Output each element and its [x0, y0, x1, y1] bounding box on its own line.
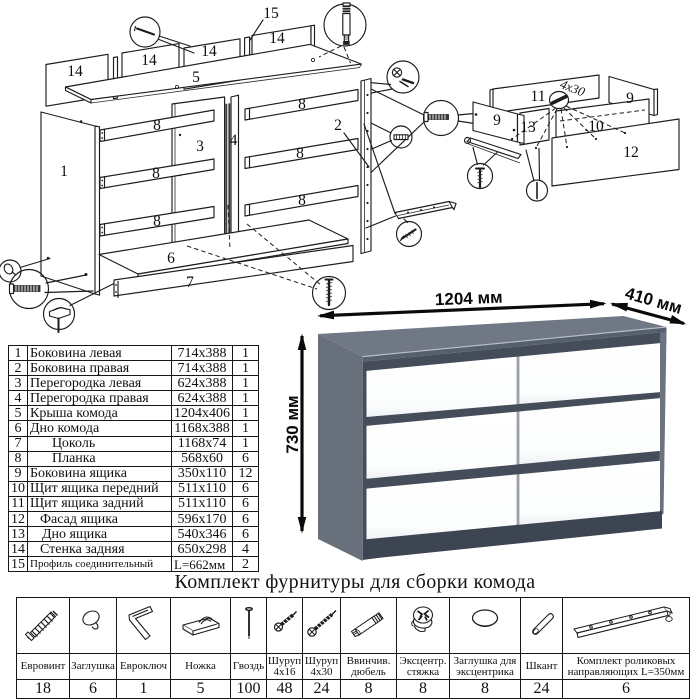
svg-text:15: 15: [263, 5, 279, 22]
svg-text:3: 3: [196, 138, 204, 155]
svg-text:14: 14: [141, 52, 157, 69]
svg-text:13: 13: [520, 119, 536, 136]
svg-text:14: 14: [201, 43, 217, 60]
svg-text:9: 9: [626, 90, 634, 107]
svg-text:14: 14: [67, 63, 83, 80]
svg-text:8: 8: [153, 213, 161, 230]
svg-text:8: 8: [296, 145, 304, 162]
svg-text:2: 2: [334, 117, 342, 134]
svg-text:.10: .10: [584, 118, 604, 135]
svg-text:6: 6: [167, 250, 175, 267]
svg-text:8: 8: [152, 165, 160, 182]
svg-text:4: 4: [230, 132, 238, 149]
svg-text:8: 8: [298, 192, 306, 209]
svg-text:8: 8: [153, 117, 161, 134]
svg-text:8: 8: [298, 96, 306, 113]
svg-text:410 мм: 410 мм: [623, 284, 684, 318]
svg-text:9: 9: [493, 112, 501, 129]
svg-text:730 мм: 730 мм: [283, 395, 302, 453]
svg-text:11: 11: [531, 88, 546, 105]
svg-text:12: 12: [623, 144, 639, 161]
svg-text:5: 5: [192, 69, 200, 86]
svg-text:14: 14: [269, 30, 285, 47]
svg-text:1: 1: [60, 163, 68, 180]
svg-text:1204 мм: 1204 мм: [435, 288, 503, 310]
svg-text:7: 7: [186, 274, 194, 291]
